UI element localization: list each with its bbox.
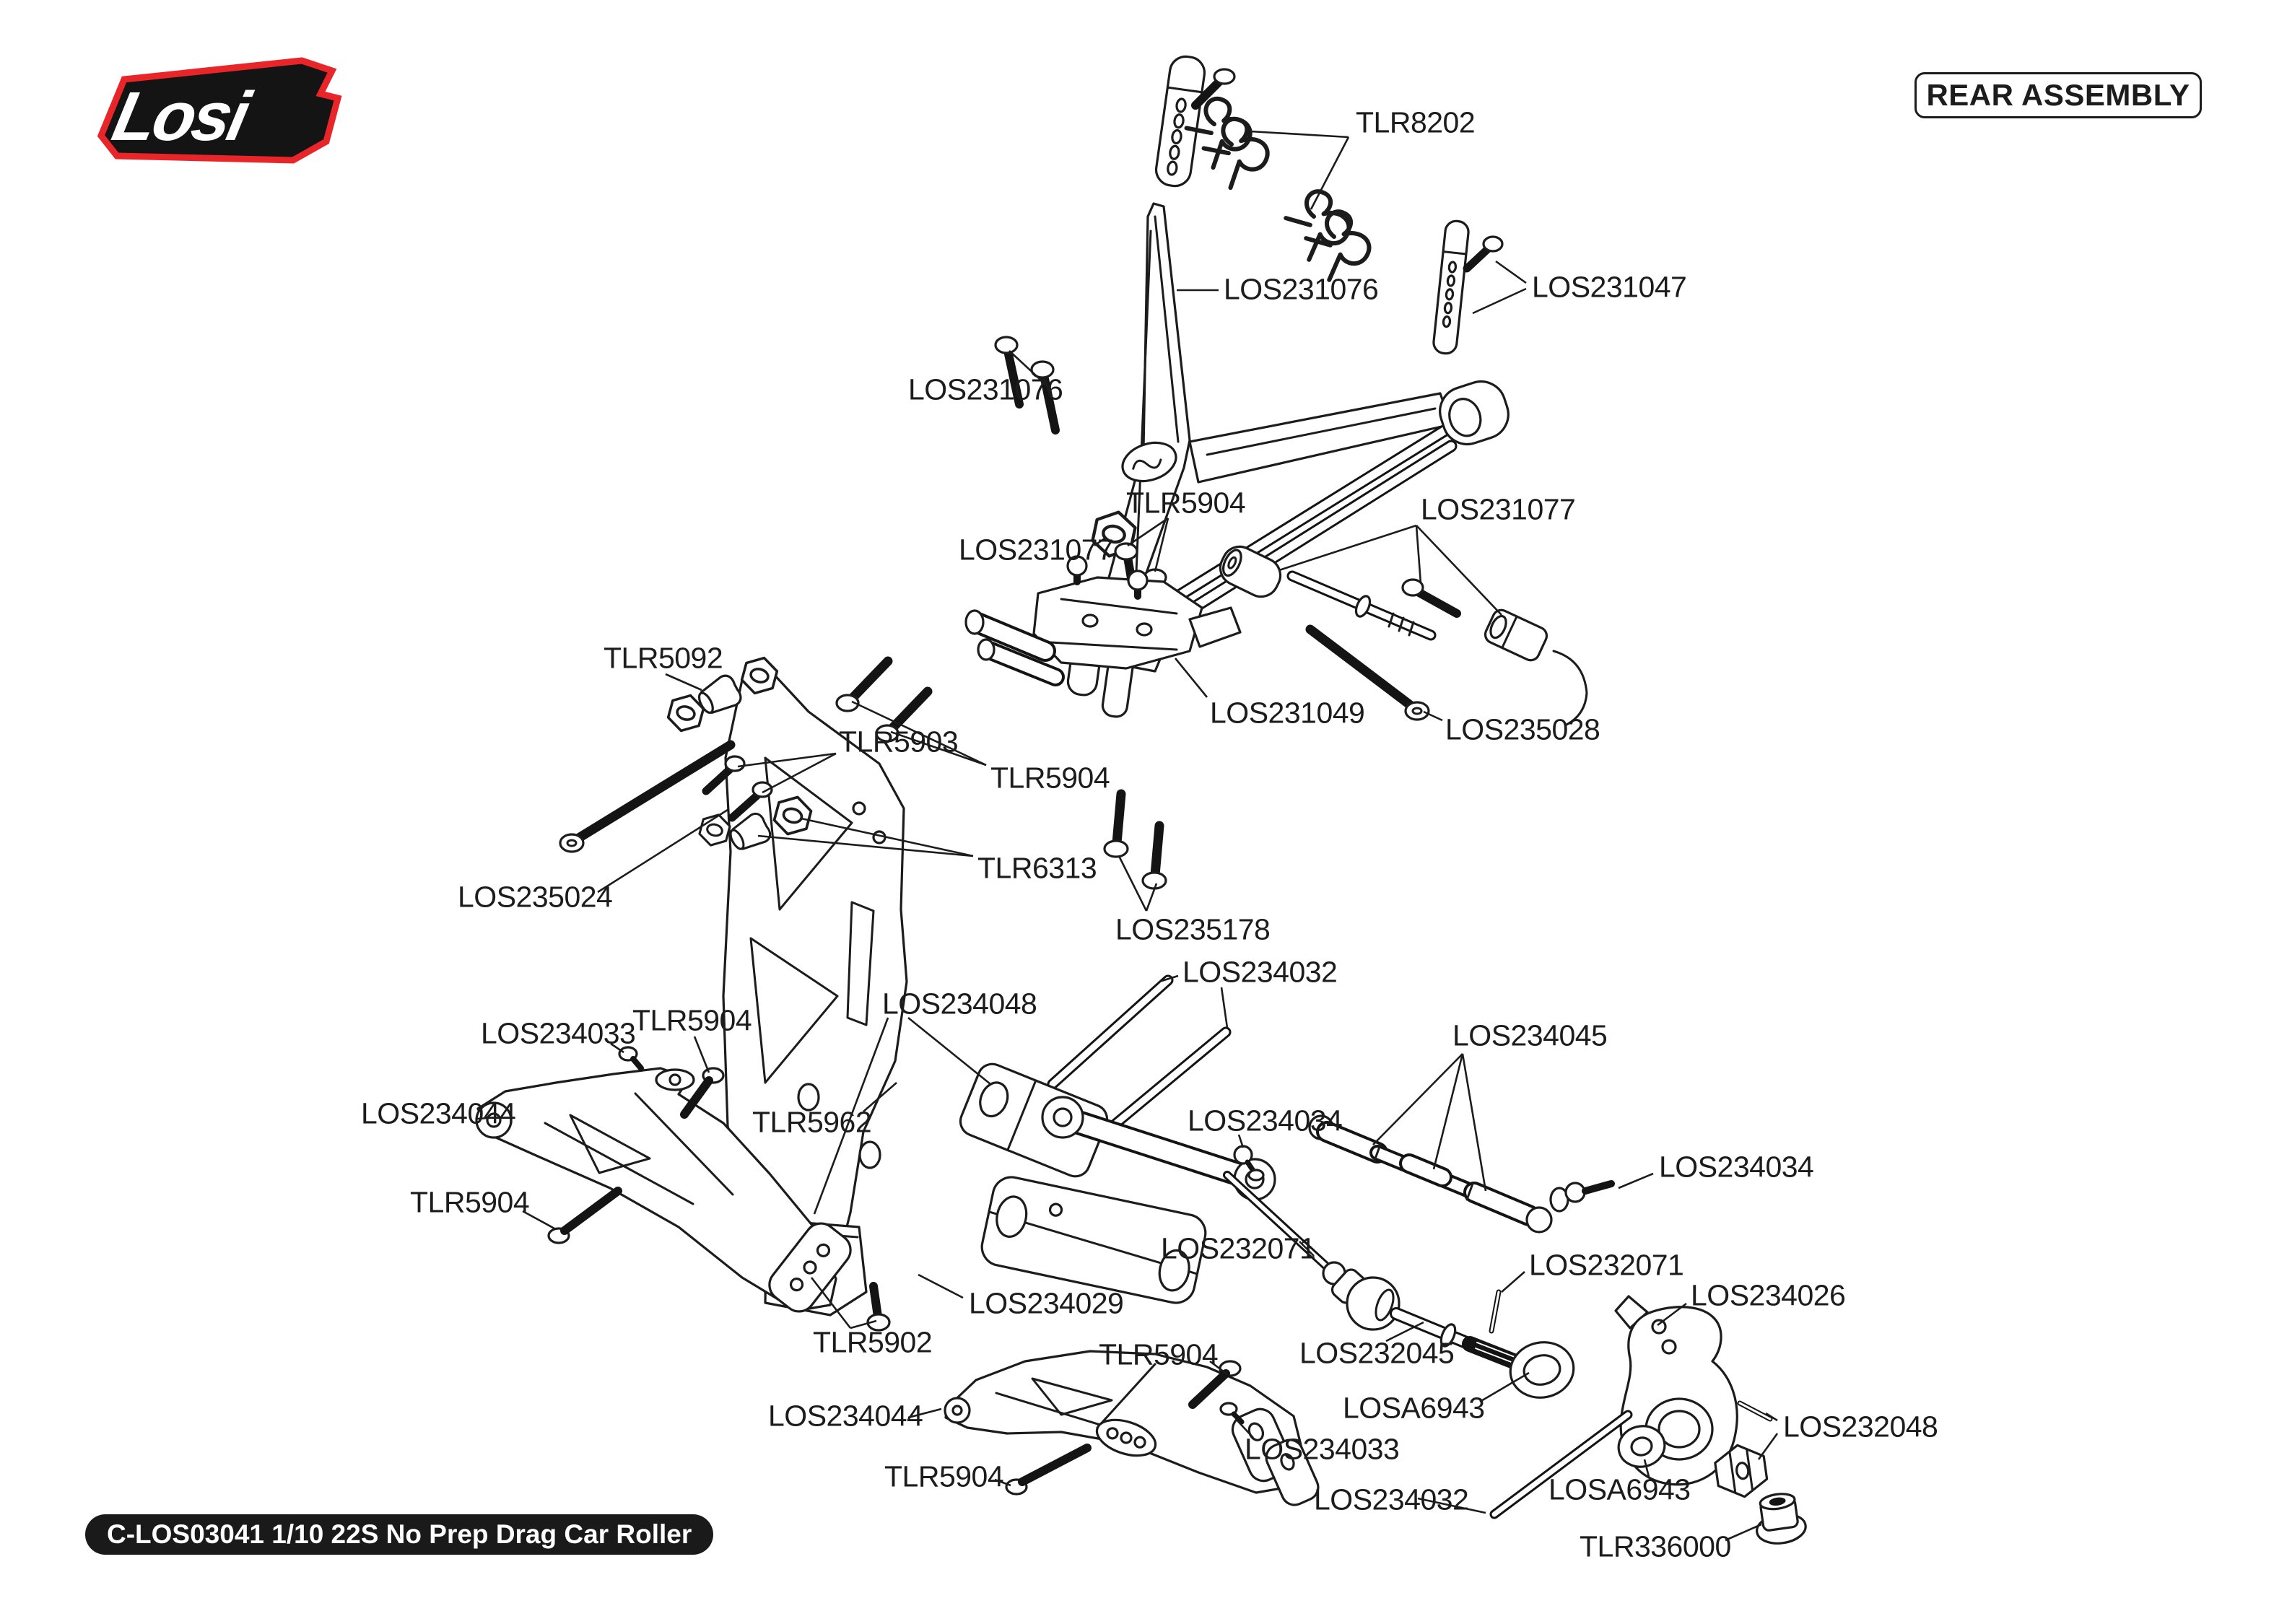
part-label: LOS231047 [1532,270,1687,304]
part-label: TLR5902 [813,1325,933,1359]
part-label: LOS232071 [1529,1248,1684,1282]
part-label: LOS234032 [1314,1483,1469,1516]
part-label: LOS232048 [1783,1410,1938,1444]
losi-logo: Losi [79,51,368,198]
part-label: LOS232045 [1299,1336,1455,1370]
part-label: LOS234044 [768,1399,923,1433]
part-label: LOSA6943 [1548,1472,1691,1506]
part-left-lower-arm [475,1046,852,1313]
part-label: LOS234044 [361,1096,516,1130]
part-label: LOS232071 [1161,1231,1316,1265]
part-label: TLR336000 [1580,1529,1731,1563]
part-label: LOS231077 [1421,492,1576,526]
part-label: LOS235028 [1445,712,1600,746]
part-label: TLR5904 [632,1003,752,1037]
part-turnbuckle-assembly [1233,1114,1615,1234]
part-label: TLR5904 [884,1459,1004,1493]
leader-lines [476,130,1779,1542]
part-label: TLR5904 [990,761,1110,795]
part-label: LOS234032 [1182,955,1338,989]
part-hub-driveshaft-cluster [1223,1171,1807,1545]
part-label: TLR5092 [604,641,723,675]
part-label: LOS234033 [1245,1432,1400,1466]
footer-part-badge: C-LOS03041 1/10 22S No Prep Drag Car Rol… [85,1514,714,1555]
part-label: TLR5962 [752,1105,872,1139]
part-label: LOS234034 [1659,1150,1814,1184]
losi-logo-text: Losi [106,77,258,155]
part-label: TLR6313 [977,851,1097,885]
part-label: LOS234034 [1188,1104,1343,1138]
part-upper-pivot-assembly [964,508,1588,726]
footer-part-badge-text: C-LOS03041 1/10 22S No Prep Drag Car Rol… [107,1519,692,1549]
part-label: TLR5904 [1126,486,1246,520]
assembly-title: REAR ASSEMBLY [1926,78,2190,112]
part-label: LOS234033 [481,1016,636,1050]
part-label: TLR5904 [410,1185,530,1219]
part-label: LOSA6943 [1343,1391,1485,1425]
part-label: LOS231076 [908,372,1063,406]
part-label: LOS234045 [1452,1018,1608,1052]
part-right-lower-arm [944,1350,1320,1506]
part-label: TLR5903 [839,725,959,759]
part-label: LOS234026 [1691,1278,1846,1312]
part-label: LOS235024 [458,880,613,914]
part-label: LOS231077 [959,533,1114,567]
part-label: LOS231049 [1210,696,1365,730]
assembly-title-badge: REAR ASSEMBLY [1914,72,2202,118]
part-label: LOS231076 [1224,272,1379,306]
part-label: TLR5904 [1099,1337,1219,1371]
part-label: TLR8202 [1356,105,1476,139]
part-label: LOS234048 [882,987,1037,1021]
part-label: LOS234029 [969,1286,1124,1320]
part-label: LOS235178 [1115,912,1271,946]
